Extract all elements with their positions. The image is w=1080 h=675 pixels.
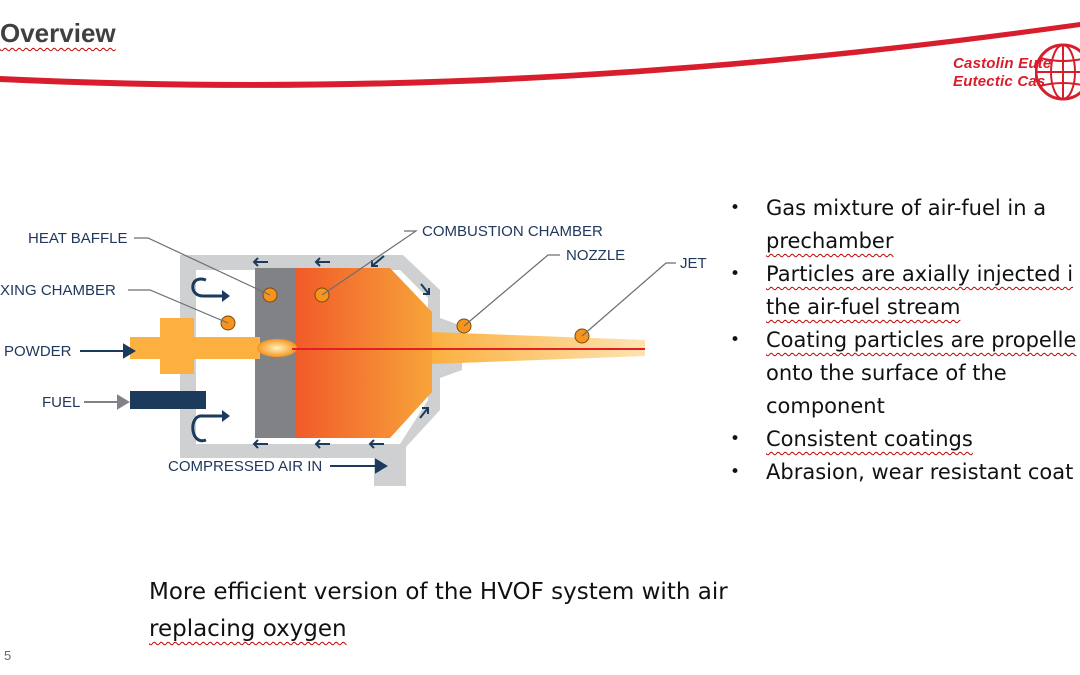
bullet-line: component — [766, 394, 885, 418]
leader-lines — [128, 230, 676, 337]
bullet-line: Coating particles are propelle — [766, 328, 1077, 352]
label-combustion-chamber: COMBUSTION CHAMBER — [422, 223, 603, 240]
label-mixing-chamber: XING CHAMBER — [0, 282, 116, 299]
bullet-item: Gas mixture of air-fuel in a prechamber — [730, 192, 1080, 258]
hvaf-gun-diagram: HEAT BAFFLE COMBUSTION CHAMBER NOZZLE JE… — [0, 223, 707, 486]
globe-icon — [1035, 43, 1080, 101]
slide-title: Overview — [0, 18, 116, 48]
bullet-line: the air-fuel stream — [766, 295, 961, 319]
logo-text-line1: Castolin Eute — [953, 55, 1052, 72]
label-jet: JET — [680, 255, 707, 272]
air-curve-arrow-top — [191, 277, 222, 298]
input-arrows — [80, 343, 388, 474]
flow-arrows-diagonal — [419, 283, 430, 419]
bullet-list: Gas mixture of air-fuel in a prechamber … — [730, 192, 1080, 489]
bullet-item: Abrasion, wear resistant coat — [730, 456, 1080, 489]
flow-arrows-top — [252, 255, 385, 267]
bullet-item: Particles are axially injected i the air… — [730, 258, 1080, 324]
bullet-item: Coating particles are propelle onto the … — [730, 324, 1080, 423]
bullet-line: Gas mixture of air-fuel in a — [766, 196, 1047, 220]
air-curve-arrow-bottom — [191, 414, 222, 443]
flow-arrows-bottom — [252, 439, 384, 449]
page-number: 5 — [4, 648, 12, 663]
bullet-line: Particles are axially injected i — [766, 262, 1074, 286]
caption-line1: More efficient version of the HVOF syste… — [149, 579, 728, 605]
fuel-tube — [130, 391, 206, 409]
label-nozzle: NOZZLE — [566, 247, 625, 264]
caption-line2: replacing oxygen — [149, 616, 347, 642]
label-fuel: FUEL — [42, 394, 80, 411]
header-swoosh-line — [0, 22, 1080, 88]
bullet-line: onto the surface of the — [766, 361, 1007, 385]
bullet-line: Abrasion, wear resistant coat — [766, 460, 1074, 484]
logo-text-line2: Eutectic Cas — [953, 73, 1046, 90]
flame-core — [257, 339, 297, 357]
label-heat-baffle: HEAT BAFFLE — [28, 230, 127, 247]
label-compressed-air-in: COMPRESSED AIR IN — [168, 458, 322, 475]
slide-caption: More efficient version of the HVOF syste… — [149, 574, 849, 648]
air-arrowhead-bottom — [222, 410, 230, 422]
bullet-item: Consistent coatings — [730, 423, 1080, 456]
company-logo: Castolin Eute Eutectic Cas — [950, 40, 1080, 106]
label-powder: POWDER — [4, 343, 72, 360]
bullet-line: prechamber — [766, 229, 894, 253]
bullet-line: Consistent coatings — [766, 427, 973, 451]
air-arrowhead-top — [222, 290, 230, 302]
powder-tube — [130, 337, 260, 359]
combustion-flame — [295, 268, 432, 438]
